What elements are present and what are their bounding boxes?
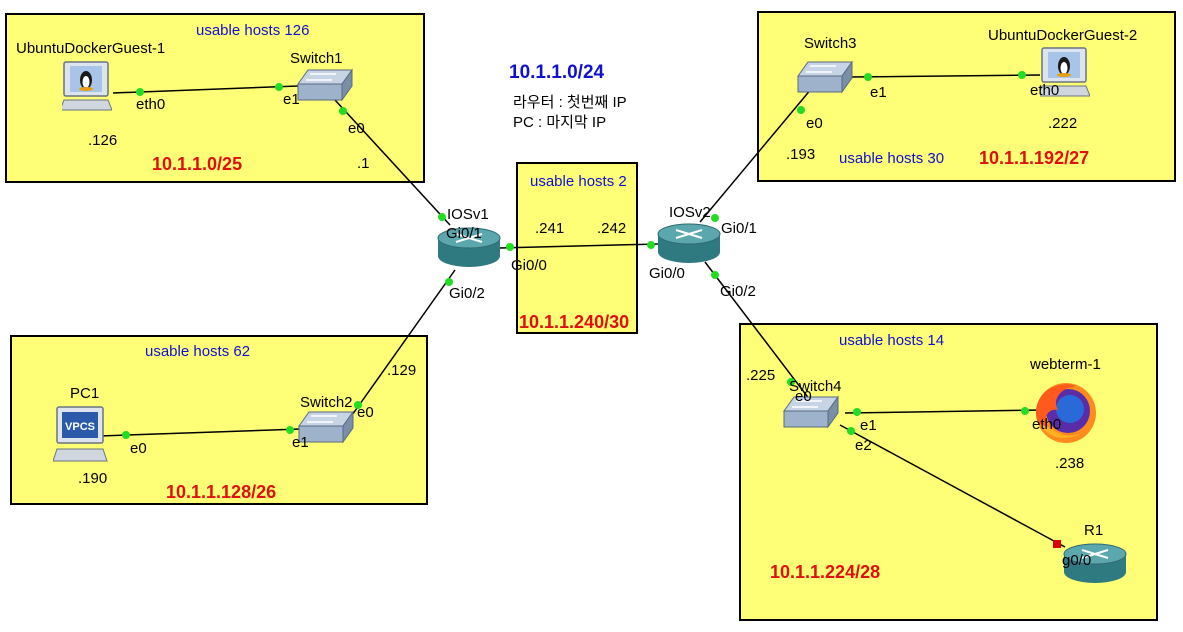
ubuntu1-ip: .126 (88, 132, 118, 149)
port-dot (864, 73, 872, 81)
ubuntu2-port: eth0 (1030, 82, 1060, 99)
router-icon[interactable] (656, 222, 722, 266)
zone-subnet-10-1-1-0-25 (5, 13, 425, 183)
port-dot (1018, 71, 1026, 79)
r1-name: R1 (1084, 522, 1104, 539)
port-dot (853, 408, 861, 416)
ubuntu-host-icon[interactable] (1040, 46, 1090, 98)
iosv2-name: IOSv2 (669, 204, 711, 221)
zone3-hosts: usable hosts 2 (530, 173, 627, 190)
webterm-ip: .238 (1055, 455, 1085, 472)
switch1-name: Switch1 (290, 50, 343, 67)
link-iosv2-switch3 (699, 87, 813, 223)
switch2-name: Switch2 (300, 394, 353, 411)
network-title: 10.1.1.0/24 (509, 62, 605, 83)
note-router: 라우터 : 첫번째 IP (513, 94, 627, 111)
switch-icon[interactable] (297, 410, 355, 444)
zone2-hosts: usable hosts 62 (145, 343, 251, 360)
link-iosv2-switch4 (704, 261, 811, 401)
switch-icon[interactable] (296, 68, 354, 102)
zone2-subnet: 10.1.1.128/26 (166, 482, 277, 502)
iosv1-name: IOSv1 (447, 206, 489, 223)
switch4-port-e1: e1 (860, 417, 877, 434)
iosv2-port-gi00: Gi0/0 (649, 265, 685, 282)
link-switch4-r1 (839, 424, 1066, 548)
webterm-port: eth0 (1032, 416, 1062, 433)
switch3-port-e0: e0 (806, 115, 823, 132)
pc1-name: PC1 (70, 385, 100, 402)
zone4-subnet: 10.1.1.192/27 (979, 148, 1090, 168)
switch4-port-e0: e0 (795, 388, 812, 405)
link-switch1-iosv1 (334, 99, 451, 226)
zone5-hosts: usable hosts 14 (839, 332, 945, 349)
switch3-name: Switch3 (804, 35, 857, 52)
zone3-subnet: 10.1.1.240/30 (519, 312, 630, 332)
switch-icon[interactable] (796, 60, 854, 94)
iosv2-port-gi01: Gi0/1 (721, 220, 757, 237)
r1-port: g0/0 (1062, 552, 1092, 569)
port-dot (1021, 407, 1029, 415)
port-dot (647, 241, 655, 249)
port-dot (797, 106, 805, 114)
zone1-subnet: 10.1.1.0/25 (152, 154, 243, 174)
link-switch3-ubuntu2 (849, 74, 1041, 78)
port-dot (438, 213, 446, 221)
ubuntu1-name: UbuntuDockerGuest-1 (16, 40, 166, 57)
iosv2-ip-gi00: .242 (597, 220, 627, 237)
port-dot (847, 427, 855, 435)
iosv2-ip-gi02: .225 (746, 367, 776, 384)
iosv1-port-gi02: Gi0/2 (449, 285, 485, 302)
port-dot (286, 426, 294, 434)
webterm-name: webterm-1 (1030, 356, 1101, 373)
switch1-port-e0: e0 (348, 120, 365, 137)
vpcs-badge: VPCS (65, 421, 95, 433)
port-dot (339, 107, 347, 115)
vpcs-host-icon[interactable]: VPCS (53, 405, 109, 465)
ubuntu-host-icon[interactable] (62, 60, 112, 112)
port-dot (122, 431, 130, 439)
pc1-port: e0 (130, 440, 147, 457)
port-dot (711, 271, 719, 279)
firefox-icon[interactable] (1030, 380, 1102, 446)
port-dot (275, 83, 283, 91)
port-down-r1 (1053, 540, 1061, 548)
zone-subnet-10-1-1-192-27 (757, 11, 1176, 182)
port-dot (711, 214, 719, 222)
switch-icon[interactable] (782, 395, 840, 429)
port-dot (136, 88, 144, 96)
port-dot (787, 378, 795, 386)
iosv1-port-gi01: Gi0/1 (446, 225, 482, 242)
switch2-port-e1: e1 (292, 434, 309, 451)
switch1-port-e1: e1 (283, 91, 300, 108)
iosv2-ip-gi01: .193 (786, 146, 816, 163)
pc1-ip: .190 (78, 470, 108, 487)
port-dot (506, 243, 514, 251)
switch4-port-e2: e2 (855, 437, 872, 454)
ubuntu2-ip: .222 (1048, 115, 1078, 132)
zone4-hosts: usable hosts 30 (839, 150, 945, 167)
iosv1-ip-gi02: .129 (387, 362, 417, 379)
switch4-name: Switch4 (789, 378, 842, 395)
router-icon[interactable] (436, 226, 502, 270)
zone1-hosts: usable hosts 126 (196, 22, 310, 39)
switch3-port-e1: e1 (870, 84, 887, 101)
iosv1-ip-gi00: .241 (535, 220, 565, 237)
note-pc: PC : 마지막 IP (513, 114, 607, 131)
link-switch4-webterm (844, 409, 1046, 414)
iosv1-port-gi00: Gi0/0 (511, 257, 547, 274)
ubuntu2-name: UbuntuDockerGuest-2 (988, 27, 1138, 44)
link-iosv1-iosv2 (499, 243, 659, 249)
iosv2-port-gi02: Gi0/2 (720, 283, 756, 300)
port-dot (445, 278, 453, 286)
switch2-port-e0: e0 (357, 404, 374, 421)
zone5-subnet: 10.1.1.224/28 (770, 562, 881, 582)
link-pc1-switch2 (99, 428, 301, 437)
iosv1-ip-gi01: .1 (357, 155, 370, 172)
router-icon[interactable] (1062, 542, 1128, 586)
link-switch2-iosv2 (349, 269, 456, 419)
port-dot (354, 401, 362, 409)
ubuntu1-port: eth0 (136, 96, 166, 113)
